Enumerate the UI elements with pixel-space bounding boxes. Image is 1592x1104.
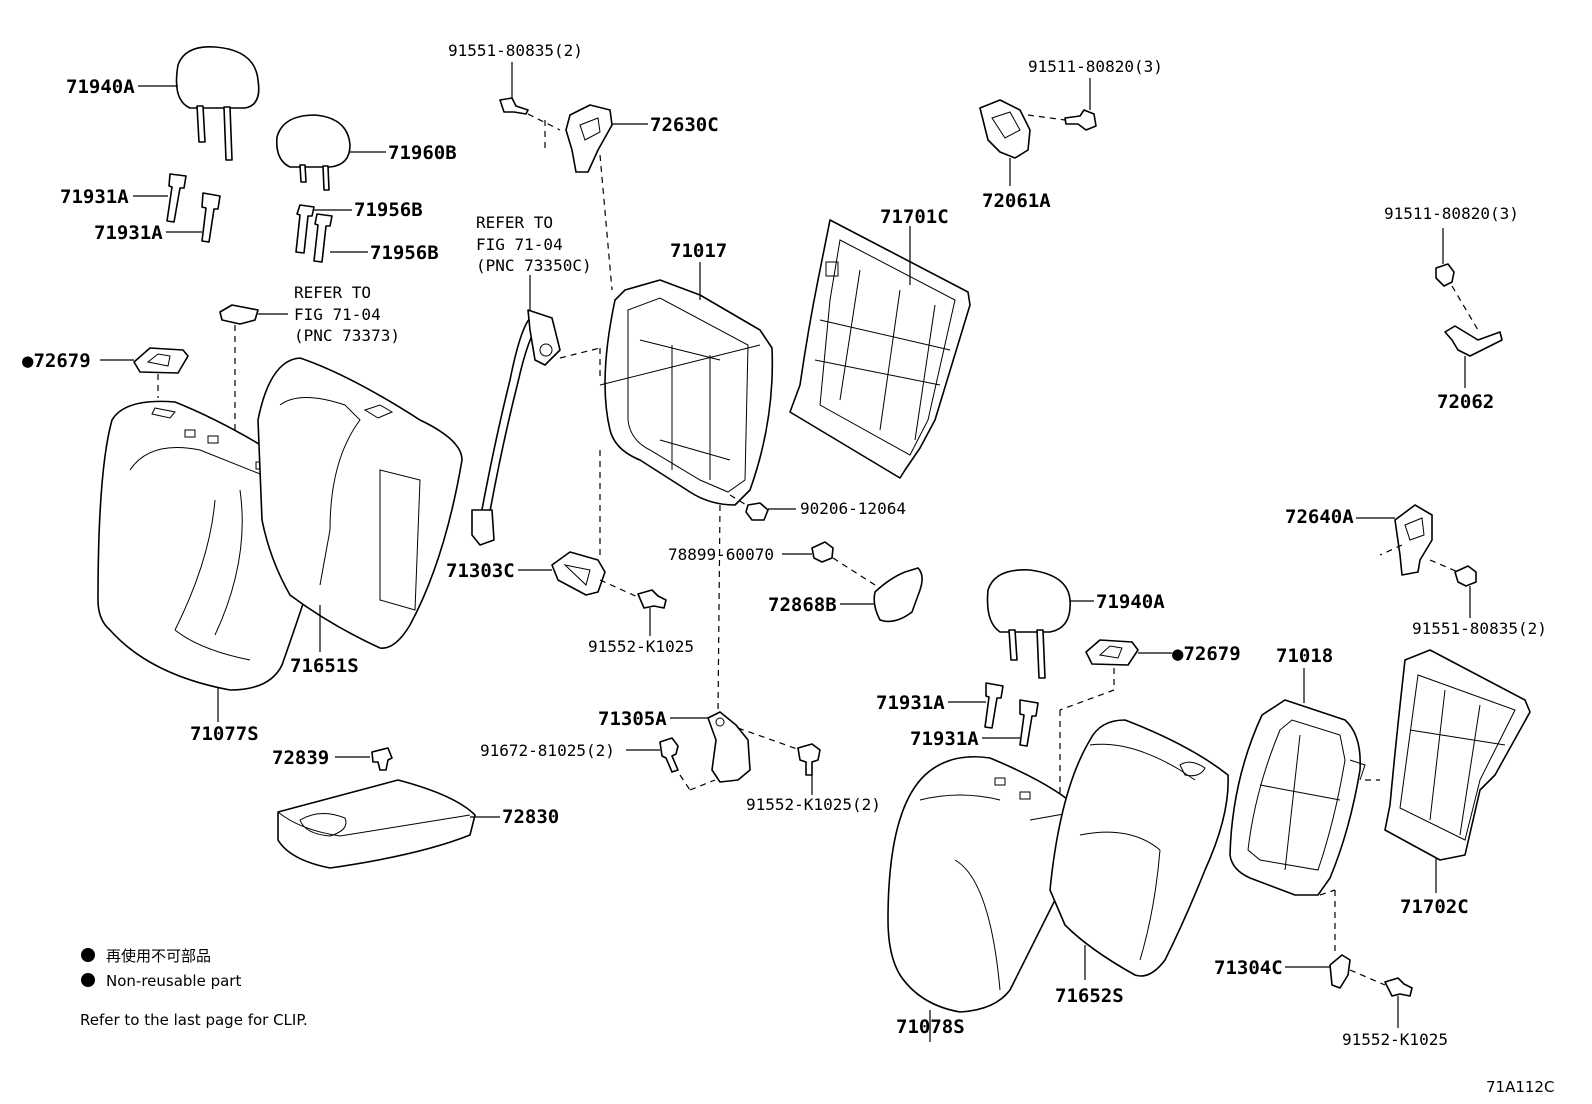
cover-72679-left <box>133 347 189 374</box>
label-91551-80835-top: 91551-80835(2) <box>448 41 583 60</box>
seatbelt-73350C-ref <box>471 309 561 546</box>
legend-line-1: 再使用不可部品 <box>106 947 211 965</box>
hinge-72640A <box>1394 504 1433 576</box>
label-71931A-2: 71931A <box>94 222 163 244</box>
bracket-71303C <box>551 551 606 596</box>
label-71304C: 71304C <box>1214 957 1283 979</box>
label-71956B-2: 71956B <box>370 242 439 264</box>
legend-line-2: Non-reusable part <box>106 972 241 990</box>
part-labels: 71940A 71960B 71931A 71931A 71956B 71956… <box>22 41 1547 1049</box>
label-71018: 71018 <box>1276 645 1333 667</box>
label-71651S: 71651S <box>290 655 359 677</box>
back-cover-71702C <box>1384 649 1531 861</box>
label-71940A-left: 71940A <box>66 76 135 98</box>
label-72830: 72830 <box>502 806 559 828</box>
bolt-91552-K1025-a <box>637 589 667 609</box>
label-72679-right: ●72679 <box>1172 643 1241 665</box>
label-71652S: 71652S <box>1055 985 1124 1007</box>
label-91511-80820-b: 91511-80820(3) <box>1384 204 1519 223</box>
label-72839: 72839 <box>272 747 329 769</box>
bolt-91672-81025 <box>659 737 679 773</box>
label-91552-K1025-b: 91552-K1025 <box>1342 1030 1448 1049</box>
label-refer-2-a: REFER TO <box>476 213 553 232</box>
seatback-frame-71017 <box>599 279 774 506</box>
screw-72839 <box>371 747 393 771</box>
label-72630C: 72630C <box>650 114 719 136</box>
label-71702C: 71702C <box>1400 896 1469 918</box>
headrest-71960B <box>275 114 351 191</box>
label-71931A-1: 71931A <box>60 186 129 208</box>
label-71931A-4: 71931A <box>910 728 979 750</box>
label-91672-81025: 91672-81025(2) <box>480 741 615 760</box>
label-71077S: 71077S <box>190 723 259 745</box>
label-refer-2-b: FIG 71-04 <box>476 235 563 254</box>
cover-73373-ref <box>219 304 259 325</box>
bolt-91551-80835-right <box>1454 565 1477 587</box>
non-reusable-bullet-icon <box>81 948 95 962</box>
label-71303C: 71303C <box>446 560 515 582</box>
label-72061A: 72061A <box>982 190 1051 212</box>
label-refer-2-c: (PNC 73350C) <box>476 256 592 275</box>
label-91552-K1025-a: 91552-K1025 <box>588 637 694 656</box>
label-refer-1-c: (PNC 73373) <box>294 326 400 345</box>
label-91552-K1025-2: 91552-K1025(2) <box>746 795 881 814</box>
label-91511-80820-a: 91511-80820(3) <box>1028 57 1163 76</box>
label-71960B: 71960B <box>388 142 457 164</box>
label-72062: 72062 <box>1437 391 1494 413</box>
armrest-72830 <box>277 779 476 869</box>
seatback-frame-71018 <box>1229 699 1366 896</box>
cover-72679-right <box>1085 639 1139 666</box>
guide-71931A-right <box>984 682 1039 747</box>
label-refer-1-b: FIG 71-04 <box>294 305 381 324</box>
seatback-pad-71651S <box>257 357 463 649</box>
headrest-71940A-right <box>986 569 1071 679</box>
guide-71931A-left <box>166 173 221 243</box>
bolt-91551-80835-top <box>499 97 529 115</box>
label-78899-60070: 78899-60070 <box>668 545 774 564</box>
label-71305A: 71305A <box>598 708 667 730</box>
bracket-71305A <box>707 711 751 783</box>
nut-90206-12064 <box>745 502 769 521</box>
label-71078S: 71078S <box>896 1016 965 1038</box>
legend: 再使用不可部品 Non-reusable part Refer to the l… <box>80 947 308 1029</box>
headrest-71940A-left <box>175 46 260 161</box>
figure-code: 71A112C <box>1486 1078 1554 1096</box>
label-71017: 71017 <box>670 240 727 262</box>
label-71931A-3: 71931A <box>876 692 945 714</box>
bolt-91552-K1025-b <box>1384 977 1413 997</box>
bolt-91511-80820-b <box>1435 263 1455 287</box>
label-71956B-1: 71956B <box>354 199 423 221</box>
seatback-pad-71652S <box>1049 719 1229 977</box>
bolt-78899-60070 <box>811 541 834 563</box>
label-refer-1-a: REFER TO <box>294 283 371 302</box>
label-72640A: 72640A <box>1285 506 1354 528</box>
clip-note: Refer to the last page for CLIP. <box>80 1011 308 1029</box>
non-reusable-bullet-icon-2 <box>81 973 95 987</box>
label-71701C: 71701C <box>880 206 949 228</box>
label-91551-80835-right: 91551-80835(2) <box>1412 619 1547 638</box>
bracket-72061A <box>979 99 1031 159</box>
bolt-91511-80820-a <box>1064 109 1097 131</box>
bracket-72062 <box>1444 325 1503 357</box>
label-72868B: 72868B <box>768 594 837 616</box>
label-71940A-right: 71940A <box>1096 591 1165 613</box>
back-cover-71701C <box>789 219 971 479</box>
bracket-71304C <box>1329 954 1351 989</box>
label-72679-left: ●72679 <box>22 350 91 372</box>
hinge-72630C <box>565 104 613 173</box>
cover-72868B <box>873 567 923 623</box>
guide-71956B <box>295 204 333 263</box>
label-90206-12064: 90206-12064 <box>800 499 906 518</box>
bolt-91552-K1025-2 <box>797 743 821 776</box>
